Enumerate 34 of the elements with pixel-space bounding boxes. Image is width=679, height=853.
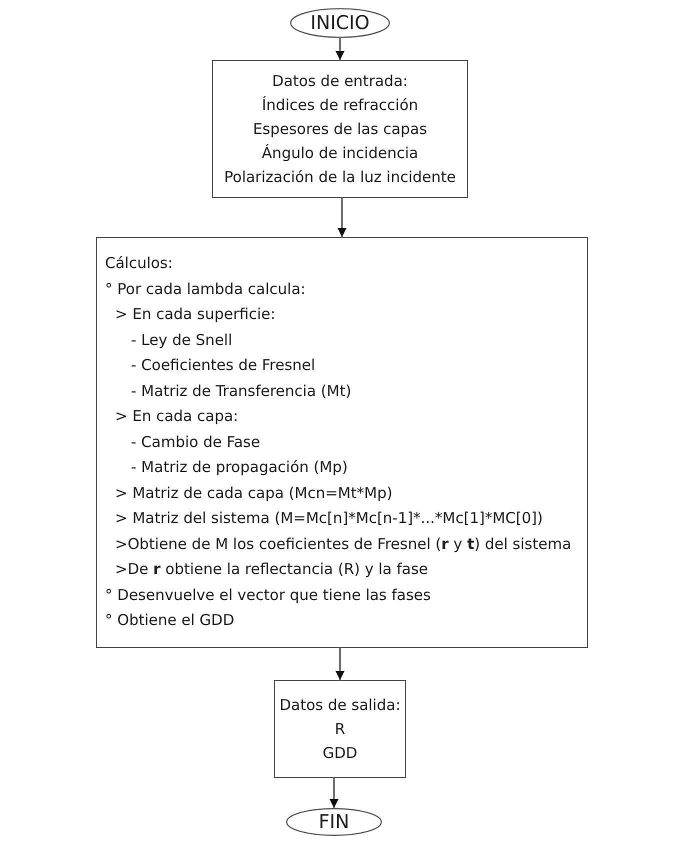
box-text: - Coeficientes de Fresnel <box>130 355 316 376</box>
box-heading: Datos de salida: <box>279 695 400 716</box>
box-text: INICIO <box>310 11 370 36</box>
box-text: >De r obtiene la reflectancia (R) y la fase <box>114 559 430 580</box>
terminal-ellipse <box>290 8 390 38</box>
data-box <box>212 60 468 198</box>
data-box <box>274 680 406 778</box>
box-text: - Ley de Snell <box>130 330 234 351</box>
box-text: ° Desenvuelve el vector que tiene las fases <box>105 584 432 606</box>
box-heading: Datos de entrada: <box>272 71 408 92</box>
terminal-ellipse <box>286 808 382 836</box>
box-text: - Matriz de propagación (Mp) <box>130 457 349 478</box>
box-text: Índices de refracción <box>262 95 418 116</box>
box-text: Espesores de las capas <box>252 119 428 140</box>
box-text: ° Obtiene el GDD <box>105 610 236 632</box>
box-text: - Cambio de Fase <box>130 432 262 453</box>
process-box <box>96 237 588 648</box>
box-text: GDD <box>322 743 358 764</box>
arrow <box>330 778 338 808</box>
arrow <box>336 38 344 60</box>
box-text: > En cada capa: <box>114 406 240 428</box>
arrow <box>336 648 344 680</box>
box-text: > Matriz de cada capa (Mcn=Mt*Mp) <box>114 482 394 504</box>
box-heading: Cálculos: <box>105 253 174 274</box>
box-text: Polarización de la luz incidente <box>224 167 456 188</box>
box-text: FIN <box>318 810 350 835</box>
box-text: > Matriz del sistema (M=Mc[n]*Mc[n-1]*...*Mc[1]*MC[0]) <box>114 508 544 530</box>
box-text: >Obtiene de M los coeficientes de Fresnel (r y t) del sistema <box>114 534 572 555</box>
box-text: > En cada superficie: <box>114 304 276 326</box>
box-text: - Matriz de Transferencia (Mt) <box>130 380 352 402</box>
box-text: Ángulo de incidencia <box>262 143 418 164</box>
arrow <box>338 198 346 237</box>
box-text: R <box>334 719 346 740</box>
box-text: ° Por cada lambda calcula: <box>105 278 307 300</box>
